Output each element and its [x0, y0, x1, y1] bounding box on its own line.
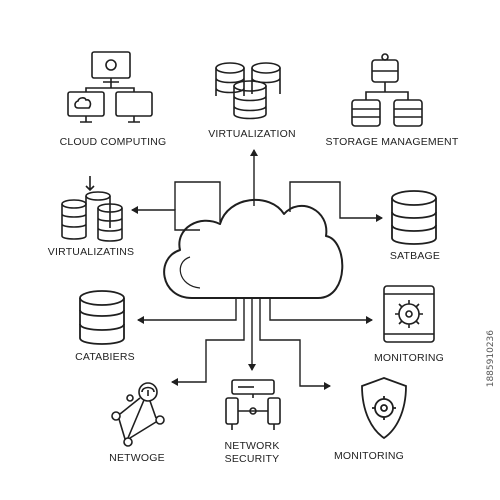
monitor-gear-icon: [383, 285, 435, 343]
label-satbage: SATBAGE: [389, 250, 441, 262]
database-icon: [391, 190, 437, 245]
label-network-security-line2: SECURITY: [224, 453, 280, 465]
connector-lines: [131, 149, 383, 390]
label-virtualization-top: VIRTUALIZATION: [208, 128, 296, 140]
network-nodes-icon: [111, 382, 165, 447]
label-virtualizatins: VIRTUALIZATINS: [47, 246, 135, 258]
label-monitoring-bottom: MONITORING: [333, 450, 405, 462]
label-netwoge: NETWOGE: [109, 452, 165, 464]
database-cylinder-icon: [79, 290, 125, 345]
storage-tree-icon: [351, 53, 423, 127]
label-catabiers: CATABIERS: [75, 351, 135, 363]
database-stack-icon: [215, 62, 281, 120]
server-rack-icon: [225, 379, 281, 430]
label-cloud-computing: CLOUD COMPUTING: [59, 136, 167, 148]
label-network-security-line1: NETWORK: [224, 440, 280, 452]
stock-id-watermark: 1885910236: [486, 330, 496, 388]
server-stack-icon: [61, 176, 123, 242]
label-storage-management: STORAGE MANAGEMENT: [325, 136, 459, 148]
computer-network-icon: [67, 51, 153, 123]
label-monitoring-right: MONITORING: [373, 352, 445, 364]
cloud-icon: [163, 198, 344, 299]
shield-gear-icon: [361, 377, 407, 440]
